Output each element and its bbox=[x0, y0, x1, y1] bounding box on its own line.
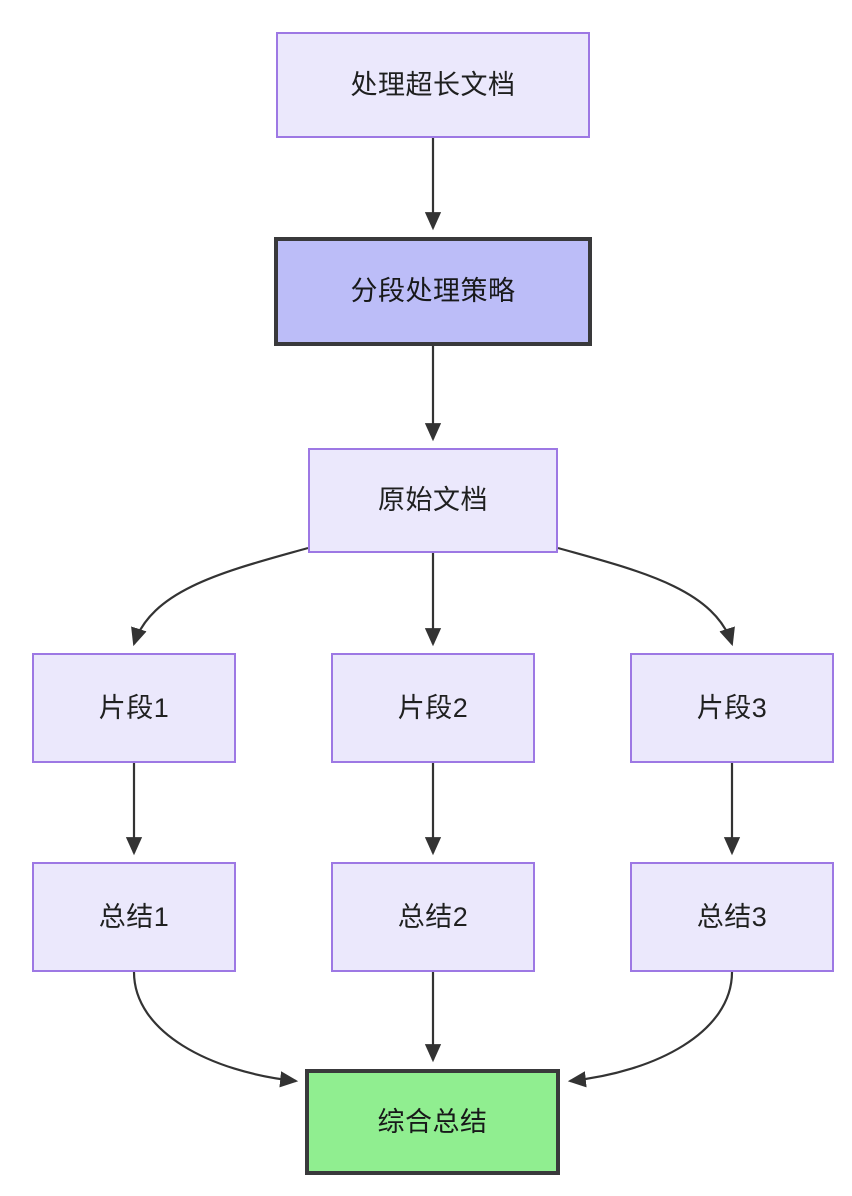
node-fragment-1[interactable]: 片段1 bbox=[32, 653, 236, 763]
edge-summary1-to-final bbox=[132, 971, 299, 1088]
node-process-long-document[interactable]: 处理超长文档 bbox=[276, 32, 590, 138]
node-label: 处理超长文档 bbox=[350, 69, 516, 100]
node-label: 总结2 bbox=[397, 901, 469, 932]
edge-source-to-fragment3 bbox=[557, 546, 735, 647]
node-combined-summary[interactable]: 综合总结 bbox=[305, 1069, 560, 1175]
node-summary-3[interactable]: 总结3 bbox=[630, 862, 834, 972]
node-label: 片段3 bbox=[696, 692, 768, 723]
node-label: 原始文档 bbox=[378, 485, 488, 516]
node-label: 片段2 bbox=[397, 692, 469, 723]
node-chunking-strategy[interactable]: 分段处理策略 bbox=[274, 237, 592, 346]
node-source-document[interactable]: 原始文档 bbox=[308, 448, 558, 553]
node-fragment-2[interactable]: 片段2 bbox=[331, 653, 535, 763]
node-label: 总结3 bbox=[696, 901, 768, 932]
node-label: 分段处理策略 bbox=[350, 276, 516, 307]
node-label: 综合总结 bbox=[377, 1106, 488, 1137]
node-fragment-3[interactable]: 片段3 bbox=[630, 653, 834, 763]
edge-source-to-fragment1 bbox=[131, 546, 309, 647]
node-label: 片段1 bbox=[98, 692, 170, 723]
edge-summary3-to-final bbox=[567, 971, 734, 1088]
node-label: 总结1 bbox=[98, 901, 170, 932]
node-summary-2[interactable]: 总结2 bbox=[331, 862, 535, 972]
node-summary-1[interactable]: 总结1 bbox=[32, 862, 236, 972]
